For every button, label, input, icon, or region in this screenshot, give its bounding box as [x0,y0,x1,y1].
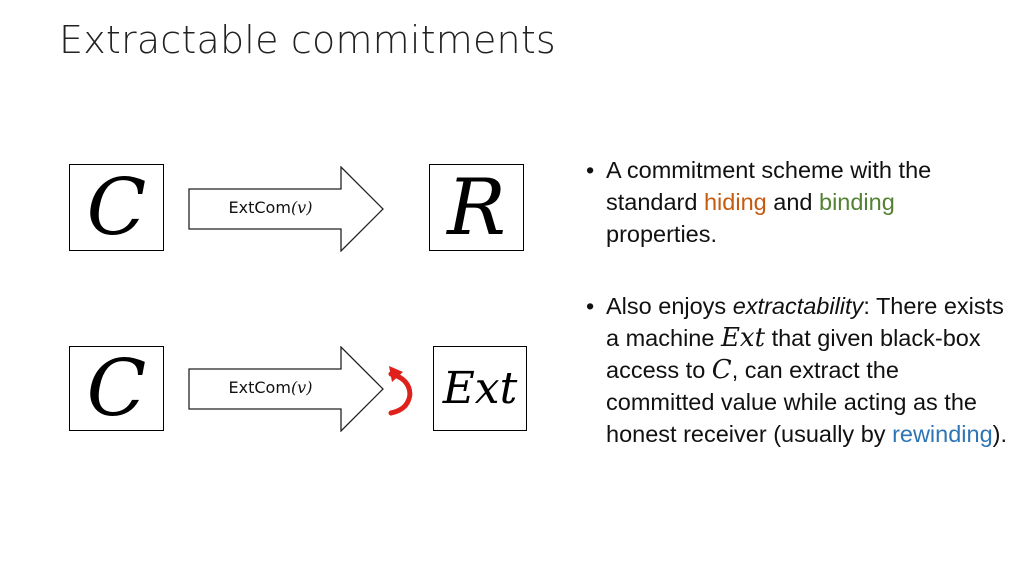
committer-box: C [69,343,164,434]
receiver-label: R [447,162,506,253]
bullet-text: that given black-box access to [606,325,981,383]
committer-label: C [86,162,147,253]
arrow-label: ExtCom(v) [188,198,353,217]
arrow-label: ExtCom(v) [188,378,353,397]
bullet-list: • A commitment scheme with the standard … [586,154,1011,450]
bullet-text: Also enjoys [606,293,733,319]
c-math: C [711,355,732,385]
extractor-label: Ext [442,363,518,414]
arrow-label-arg: (v) [290,198,313,217]
extractor-box: Ext [433,346,527,431]
ext-math: Ext [720,323,766,353]
bullet-marker: • [586,157,595,183]
binding-term: binding [819,189,895,215]
bullet-item: • Also enjoys extractability: There exis… [586,290,1011,450]
receiver-box: R [429,162,524,253]
arrow-label-prefix: ExtCom [228,198,291,217]
arrow-label-prefix: ExtCom [228,378,291,397]
bullet-item: • A commitment scheme with the standard … [586,154,1011,250]
bullet-marker: • [586,293,595,319]
bullet-text: and [766,189,819,215]
committer-label: C [86,343,147,434]
arrow-shape [188,166,384,252]
committer-box: C [69,162,164,253]
rewinding-term: rewinding [892,421,993,447]
extractability-term: extractability [732,293,864,319]
slide-title: Extractable commitments [59,18,556,62]
curved-arrow-icon [388,366,413,416]
arrow-shape [188,346,384,432]
bullet-text: ). [992,421,1008,447]
arrow-label-arg: (v) [290,378,313,397]
hiding-term: hiding [703,189,767,215]
bullet-text: : There exists a machine [606,293,1004,351]
bullet-text: properties. [606,221,718,247]
bullet-text: , can extract the committed value while … [606,357,977,447]
bullet-text: A commitment scheme with the standard [606,157,932,215]
